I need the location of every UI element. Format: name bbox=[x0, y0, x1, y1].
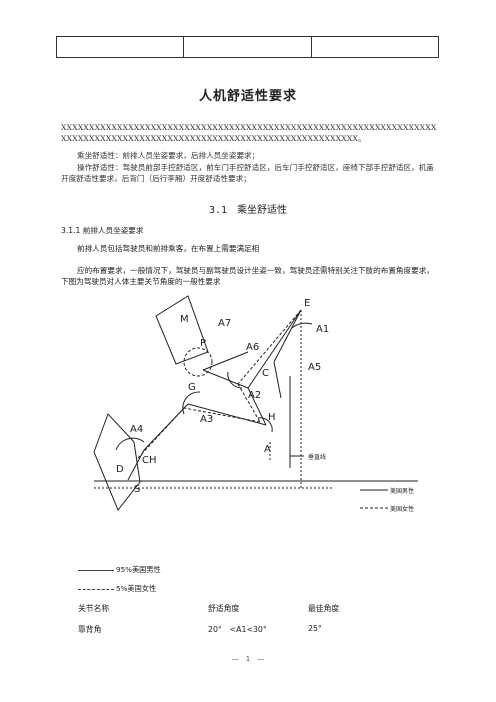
spine-line bbox=[273, 309, 302, 363]
operation-comfort-paragraph: 操作舒适性：驾驶员前部手控舒适区，前车门手控舒适区，后车门手控舒适区，座椅下部手… bbox=[61, 163, 434, 183]
subsection-title: 3.1.1 前排人员坐姿要求 bbox=[61, 226, 144, 235]
seat-shape bbox=[93, 413, 141, 511]
page-number: — 1 — bbox=[231, 655, 265, 663]
label-G: G bbox=[188, 382, 196, 393]
label-A2: A2 bbox=[248, 390, 261, 401]
label-A4: A4 bbox=[130, 424, 143, 435]
foot-line bbox=[127, 449, 145, 481]
subsection-line-1: 前排人员包括驾驶员和前排乘客，在布置上需要满足相 bbox=[77, 244, 260, 253]
label-M: M bbox=[180, 314, 189, 325]
diagram-legend-male: 美国男性 bbox=[390, 487, 414, 495]
driver-posture-diagram: E A1 M A7 P A6 C A5 G A2 H A3 A4 CH D S … bbox=[93, 295, 418, 513]
label-A3: A3 bbox=[200, 414, 213, 425]
upper-arm-line bbox=[202, 369, 249, 389]
label-S: S bbox=[134, 484, 140, 495]
label-C: C bbox=[262, 368, 269, 379]
header-cell-2 bbox=[183, 36, 312, 58]
thigh-line bbox=[247, 387, 267, 426]
hand-pane-shape bbox=[155, 295, 209, 365]
header-cell-1 bbox=[55, 36, 185, 58]
placeholder-text: XXXXXXXXXXXXXXXXXXXXXXXXXXXXXXXXXXXXXXXX… bbox=[61, 123, 437, 143]
document-title: 人机舒适性要求 bbox=[198, 89, 297, 104]
vertical-line-label: 垂直线 bbox=[308, 453, 326, 461]
legend-solid-line bbox=[78, 569, 114, 571]
forearm-line bbox=[202, 351, 249, 371]
col-joint-name: 关节名称 bbox=[78, 604, 110, 613]
legend-male: 95%美国男性 bbox=[78, 565, 161, 575]
col-comfort-angle: 舒适角度 bbox=[208, 604, 240, 613]
subsection-line-2: 应的布置要求，一般情况下，驾驶员与副驾驶员设计坐姿一致，驾驶员还需特别关注下肢的… bbox=[61, 266, 434, 286]
legend-female-label: 5%美国女性 bbox=[116, 584, 157, 593]
label-P: P bbox=[200, 338, 206, 349]
label-CH: CH bbox=[142, 455, 157, 466]
label-D: D bbox=[116, 464, 124, 475]
label-A: A bbox=[264, 444, 271, 455]
cell-comfort-angle: 20° <A1<30° bbox=[208, 625, 267, 634]
cell-best-angle: 25° bbox=[308, 624, 322, 633]
cell-joint-name: 靠背角 bbox=[78, 625, 102, 634]
torso-line bbox=[247, 309, 302, 389]
label-E: E bbox=[304, 298, 310, 309]
diagram-legend-female: 美国女性 bbox=[390, 505, 414, 513]
hip-line bbox=[187, 403, 267, 426]
header-table bbox=[55, 36, 440, 58]
legend-female: 5%美国女性 bbox=[78, 584, 156, 594]
ride-comfort-paragraph: 乘坐舒适性：前排人员坐姿要求，后排人员坐姿要求； bbox=[77, 151, 260, 160]
header-cell-3 bbox=[310, 36, 440, 58]
label-A6: A6 bbox=[246, 342, 259, 353]
legend-dashed-line bbox=[78, 588, 114, 590]
arm-line bbox=[273, 361, 282, 399]
label-A7: A7 bbox=[218, 318, 231, 329]
col-best-angle: 最佳角度 bbox=[308, 604, 340, 613]
legend-male-label: 95%美国男性 bbox=[116, 565, 161, 574]
label-A1: A1 bbox=[316, 324, 329, 335]
label-H: H bbox=[268, 412, 276, 423]
label-A5: A5 bbox=[308, 362, 321, 373]
section-title: 3.1 乘坐舒适性 bbox=[208, 205, 288, 216]
